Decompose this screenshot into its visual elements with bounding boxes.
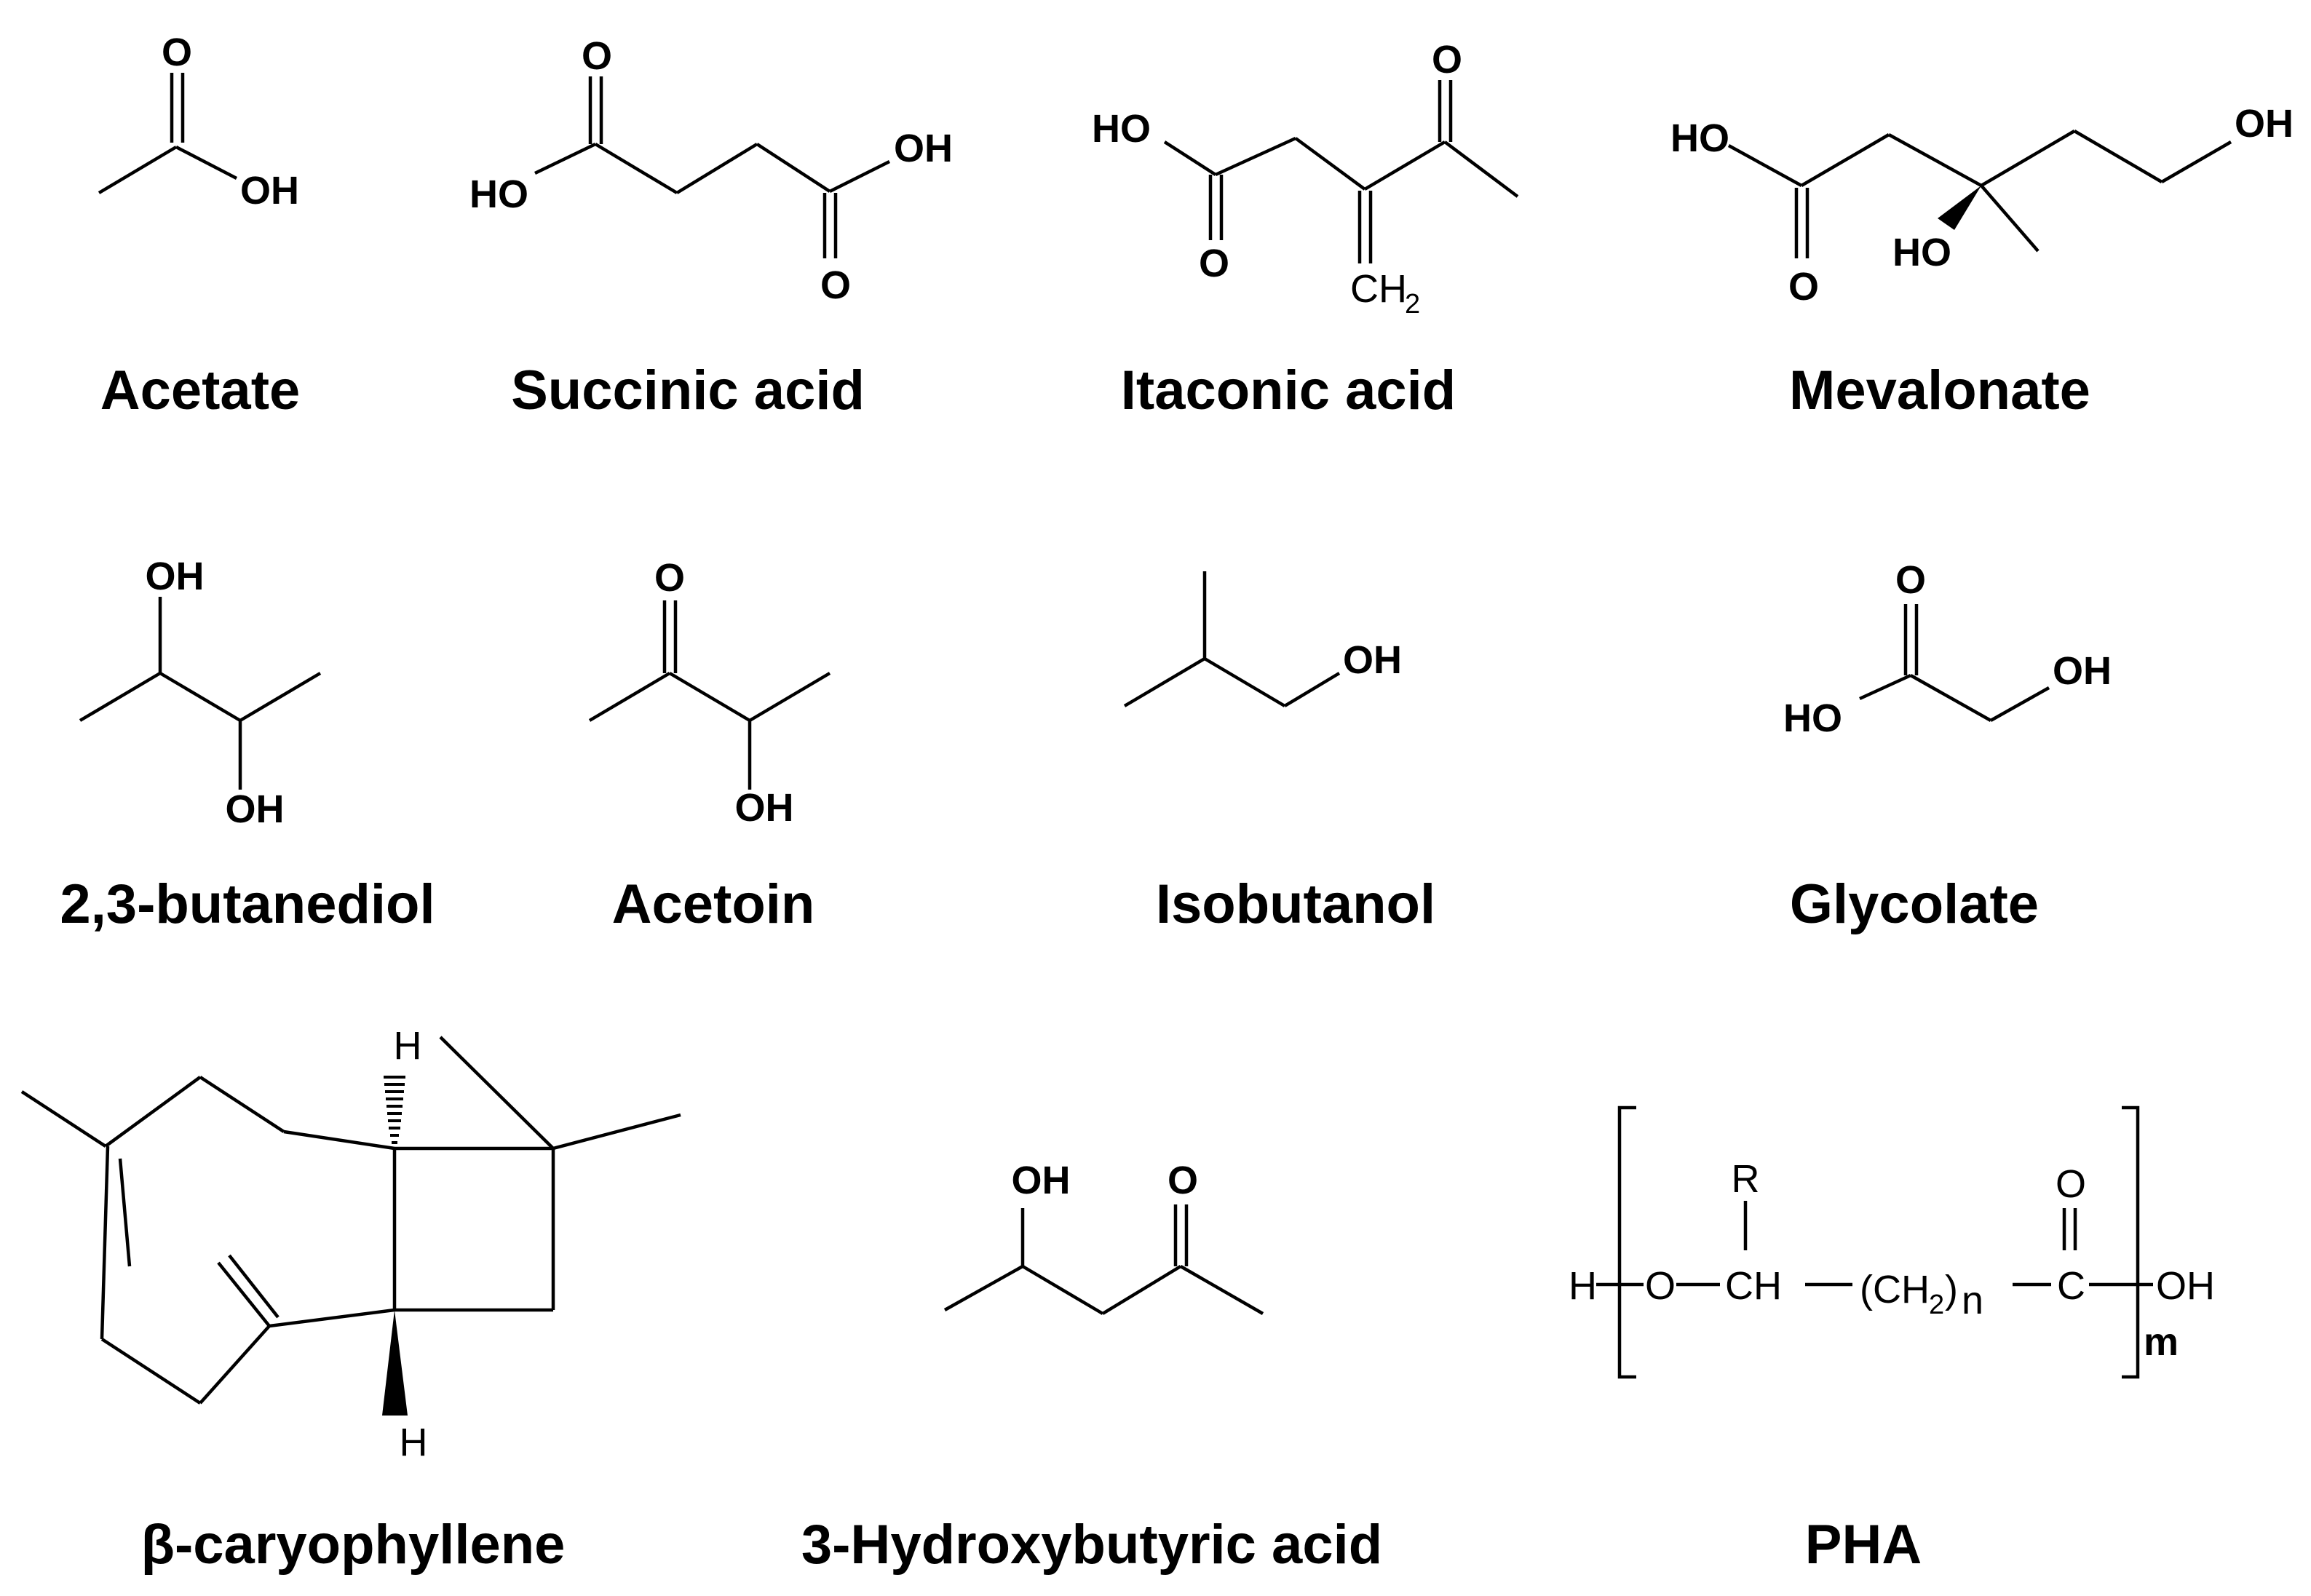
mevalonate-atom-oh: OH xyxy=(2235,102,2294,146)
pha-atom-n: n xyxy=(1962,1279,1983,1322)
itaconic-atom-o1: O xyxy=(1199,242,1229,285)
pha-left-bracket xyxy=(1617,1105,1636,1379)
butanediol-atom-oh2: OH xyxy=(226,787,285,831)
compound-name-pha: PHA xyxy=(1805,1514,1922,1576)
pha-atom-r: R xyxy=(1732,1157,1760,1201)
mevalonate-atom-ho1: HO xyxy=(1670,116,1729,160)
caryophyllene-atom-h2: H xyxy=(400,1421,428,1464)
butanediol-atom-oh1: OH xyxy=(146,555,205,598)
wedge-bond-bottom-h xyxy=(382,1310,408,1416)
pha-right-bracket xyxy=(2122,1105,2140,1379)
compound-name-3-hydroxybutyric-acid: 3-Hydroxybutyric acid xyxy=(801,1514,1382,1576)
pha-atom-m: m xyxy=(2144,1320,2179,1364)
itaconic-atom-ho: HO xyxy=(1092,107,1151,151)
structure-pha: H O CH R (CH 2 ) n C O OH m PHA xyxy=(1569,1105,2215,1576)
acetoin-atom-oh: OH xyxy=(735,786,794,830)
glycolate-atom-oh: OH xyxy=(2053,649,2112,693)
compound-name-2-3-butanediol: 2,3-butanediol xyxy=(60,873,435,935)
hashed-bond-top-h xyxy=(384,1076,405,1144)
succinic-atom-oh: OH xyxy=(894,127,953,170)
structure-acetoin: O OH Acetoin xyxy=(588,556,831,935)
succinic-atom-o1: O xyxy=(582,34,612,78)
structure-succinic-acid: O HO OH O Succinic acid xyxy=(469,34,953,421)
acetate-atom-oh: OH xyxy=(240,169,299,213)
compound-name-itaconic-acid: Itaconic acid xyxy=(1121,360,1456,421)
acetoin-atom-o: O xyxy=(654,556,685,600)
acetate-atom-o: O xyxy=(162,31,192,74)
compound-name-succinic-acid: Succinic acid xyxy=(511,360,865,421)
glycolate-atom-ho: HO xyxy=(1783,696,1842,740)
caryophyllene-atom-h1: H xyxy=(394,1024,422,1068)
mevalonate-atom-o: O xyxy=(1788,265,1819,309)
structure-glycolate: O HO OH Glycolate xyxy=(1783,558,2112,935)
structure-mevalonate: HO OH O HO Mevalonate xyxy=(1670,102,2294,421)
structure-acetate: O OH Acetate xyxy=(98,31,301,421)
succinic-atom-ho: HO xyxy=(469,172,528,216)
structure-itaconic-acid: HO O O CH 2 Itaconic acid xyxy=(1092,38,1519,421)
pha-atom-ch2-close: ) xyxy=(1945,1268,1958,1311)
mevalonate-atom-ho2: HO xyxy=(1892,231,1951,274)
isobutanol-atom-oh: OH xyxy=(1343,638,1402,682)
compound-name-mevalonate: Mevalonate xyxy=(1789,360,2090,421)
pha-atom-ch: CH xyxy=(1725,1264,1782,1308)
itaconic-atom-ch: CH xyxy=(1350,267,1407,311)
pha-atom-o: O xyxy=(1645,1264,1676,1308)
hydroxybutyric-atom-o: O xyxy=(1168,1159,1198,1202)
pha-atom-c: C xyxy=(2057,1264,2085,1308)
structure-isobutanol: OH Isobutanol xyxy=(1123,571,1435,935)
compound-name-glycolate: Glycolate xyxy=(1790,873,2039,935)
itaconic-atom-o2: O xyxy=(1432,38,1462,82)
structure-2-3-butanediol: OH OH 2,3-butanediol xyxy=(60,555,435,935)
compound-name-beta-caryophyllene: β-caryophyllene xyxy=(141,1514,566,1576)
pha-atom-oh: OH xyxy=(2156,1264,2215,1308)
structure-beta-caryophyllene: H H β-caryophyllene xyxy=(20,1024,681,1576)
pha-atom-ch2-subscript: 2 xyxy=(1929,1290,1944,1320)
succinic-atom-o2: O xyxy=(820,263,851,307)
glycolate-atom-o: O xyxy=(1895,558,1926,602)
compound-name-acetate: Acetate xyxy=(100,360,301,421)
compound-name-isobutanol: Isobutanol xyxy=(1156,873,1435,935)
itaconic-atom-ch-subscript: 2 xyxy=(1405,289,1420,319)
pha-atom-o-carbonyl: O xyxy=(2056,1162,2086,1206)
pha-atom-h: H xyxy=(1569,1264,1597,1308)
hydroxybutyric-atom-oh: OH xyxy=(1012,1159,1071,1202)
pha-atom-ch2-open: (CH xyxy=(1860,1268,1930,1311)
structure-3-hydroxybutyric-acid: OH O 3-Hydroxybutyric acid xyxy=(801,1159,1382,1576)
compound-name-acetoin: Acetoin xyxy=(612,873,815,935)
